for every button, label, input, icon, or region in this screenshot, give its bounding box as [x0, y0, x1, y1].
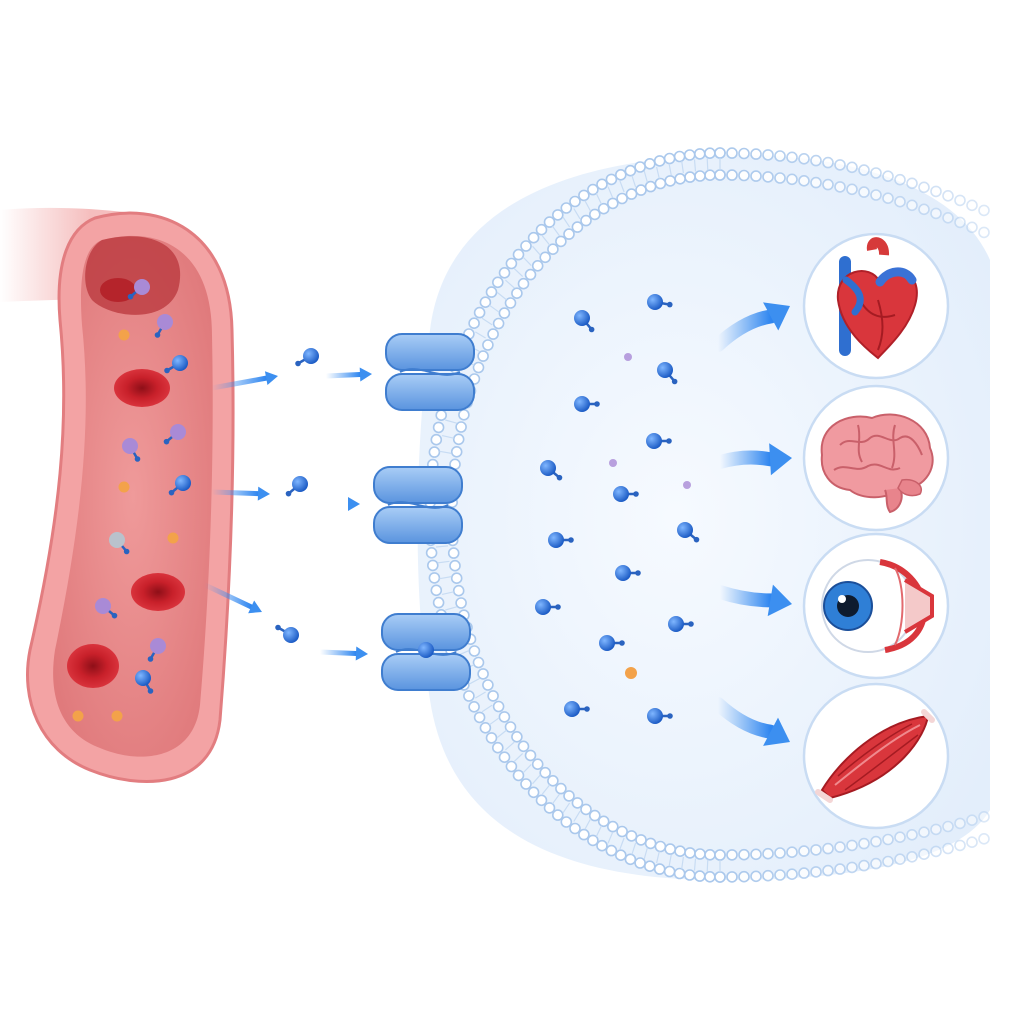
molecule	[163, 424, 186, 445]
red-blood-cells	[67, 278, 185, 688]
trace-molecule	[624, 353, 632, 361]
target-arrow	[711, 697, 790, 746]
target-eye	[802, 532, 950, 680]
vessel-molecules	[72, 279, 191, 722]
molecule	[615, 565, 641, 581]
flow-arrow	[317, 646, 368, 661]
molecule	[168, 475, 191, 496]
molecule	[95, 598, 118, 619]
target-arrow	[713, 443, 792, 476]
molecule	[147, 638, 166, 662]
muscle-icon	[815, 709, 935, 803]
target-organs	[802, 232, 950, 830]
molecule	[574, 396, 600, 412]
flow-arrow	[315, 497, 360, 511]
organ-arrows	[711, 302, 792, 746]
flow-arrow	[209, 371, 278, 391]
molecule	[418, 642, 434, 658]
flow-arrow	[323, 367, 372, 382]
brain-icon	[820, 413, 934, 514]
nutrient-dot	[72, 710, 84, 722]
red-blood-cell	[131, 573, 185, 611]
blood-vessel	[0, 207, 235, 783]
nutrient-dot	[118, 329, 130, 341]
molecule	[574, 310, 595, 333]
membrane-transporters	[373, 333, 475, 691]
molecule	[647, 294, 673, 310]
molecule	[295, 348, 319, 367]
nutrient-dot	[118, 481, 130, 493]
molecule	[564, 701, 590, 717]
molecule	[109, 532, 130, 555]
molecule	[540, 460, 563, 481]
flow-arrow	[209, 486, 270, 501]
nutrient-dot	[625, 667, 637, 679]
red-blood-cell	[114, 369, 170, 407]
molecule	[613, 486, 639, 502]
trace-molecule	[683, 481, 691, 489]
molecule	[548, 532, 574, 548]
molecule	[646, 433, 672, 449]
vessel-opening	[85, 236, 181, 315]
molecule	[275, 624, 299, 643]
transporter-protein	[373, 466, 463, 544]
molecule	[285, 476, 308, 497]
eye-icon	[821, 559, 934, 653]
target-muscle	[802, 682, 950, 830]
heart-icon	[836, 237, 918, 360]
transporter-protein	[381, 613, 471, 691]
target-brain	[802, 384, 950, 532]
molecule	[127, 279, 150, 300]
red-blood-cell	[67, 644, 119, 688]
molecule	[599, 635, 625, 651]
molecule	[135, 670, 154, 694]
molecule	[657, 362, 678, 385]
target-heart	[802, 232, 950, 380]
flow-arrow	[202, 582, 262, 614]
target-arrow	[713, 584, 792, 617]
target-arrow	[711, 302, 790, 352]
molecule	[677, 522, 700, 543]
molecule	[164, 355, 188, 374]
intracellular-molecules	[535, 294, 700, 724]
red-blood-cell	[100, 278, 136, 302]
molecule	[535, 599, 561, 615]
molecule	[647, 708, 673, 724]
molecule	[122, 438, 141, 462]
cell-membrane	[424, 147, 990, 883]
molecule	[668, 616, 694, 632]
transporter-protein	[385, 333, 475, 411]
nutrient-dot	[111, 710, 123, 722]
trace-molecule	[609, 459, 617, 467]
nutrient-dot	[167, 532, 179, 544]
molecule	[154, 314, 173, 338]
